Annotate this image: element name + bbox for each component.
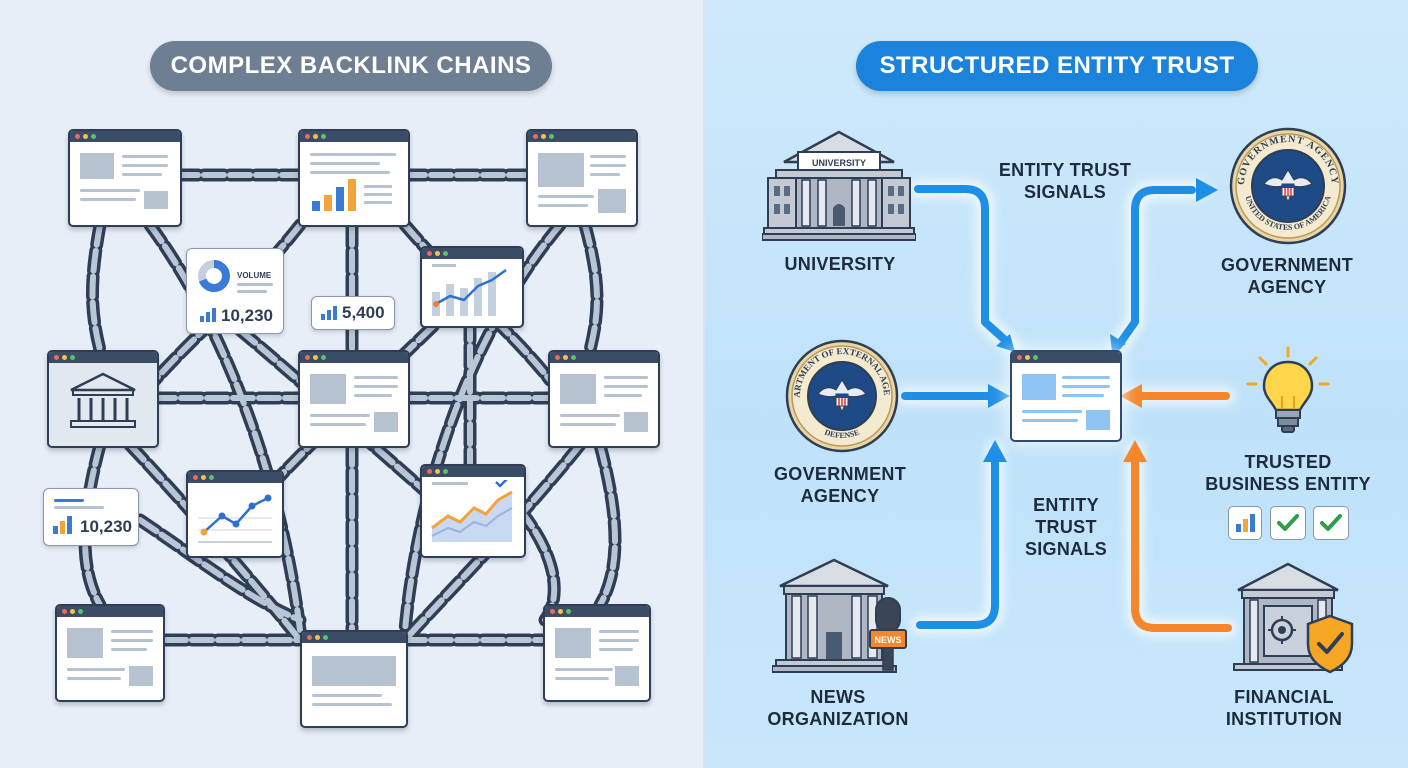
financial-institution-label: FINANCIAL INSTITUTION bbox=[1225, 687, 1343, 729]
trend-line-icon bbox=[198, 494, 272, 543]
lightbulb-icon bbox=[1246, 346, 1330, 433]
news-sign: NEWS bbox=[875, 635, 902, 645]
government-seal-top-icon: GOVERNMENT AGENCY UNITED STATES OF AMERI… bbox=[1229, 127, 1347, 245]
webpage-window-bottom-right bbox=[543, 604, 651, 702]
left-title-pill: COMPLEX BACKLINK CHAINS bbox=[150, 41, 552, 91]
volume-label: VOLUME bbox=[237, 271, 272, 280]
mid-stat-value: 5,400 bbox=[342, 303, 385, 322]
bar-chart-icon bbox=[312, 179, 392, 211]
government-agency-top-label: GOVERNMENT AGENCY bbox=[1220, 255, 1353, 297]
panel-divider bbox=[703, 0, 705, 768]
webpage-window-right bbox=[548, 350, 660, 448]
blue-arrows bbox=[901, 185, 1196, 629]
university-label: UNIVERSITY bbox=[784, 254, 896, 274]
mid-stat-card: 5,400 bbox=[311, 296, 395, 330]
arrowhead bbox=[983, 440, 1007, 462]
area-chart-icon bbox=[431, 480, 513, 542]
university-building-icon: UNIVERSITY bbox=[762, 130, 916, 241]
left-stat-value: 10,230 bbox=[80, 517, 132, 536]
orange-arrows bbox=[1131, 392, 1232, 632]
volume-card: VOLUME 10,230 bbox=[186, 248, 284, 334]
webpage-window-institution bbox=[47, 350, 159, 448]
webpage-window-bottom-center bbox=[300, 630, 408, 728]
entity-trust-signals-mid-label: ENTITY TRUST SIGNALS bbox=[1024, 495, 1108, 559]
right-title-pill: STRUCTURED ENTITY TRUST bbox=[856, 41, 1258, 91]
arrowhead bbox=[996, 334, 1015, 352]
webpage-window-top-center bbox=[298, 129, 410, 227]
donut-chart-icon bbox=[198, 260, 230, 292]
verified-badge-2 bbox=[1313, 506, 1349, 540]
analytics-window-area-chart bbox=[420, 464, 526, 558]
institution-building-icon bbox=[70, 372, 136, 428]
analytics-badge bbox=[1228, 506, 1262, 540]
central-webpage bbox=[1010, 350, 1122, 442]
webpage-window-bottom-left bbox=[55, 604, 165, 702]
analytics-window-trend bbox=[186, 470, 284, 558]
seal-left-bottom-text: DEFENSE bbox=[823, 428, 860, 440]
entity-trust-signals-top-label: ENTITY TRUST SIGNALS bbox=[998, 160, 1132, 202]
arrowhead bbox=[1120, 384, 1142, 408]
checkmark-icon bbox=[1320, 514, 1342, 531]
arrowhead bbox=[1123, 440, 1147, 462]
arrowhead bbox=[1196, 178, 1218, 202]
news-building-icon: NEWS bbox=[772, 558, 907, 673]
left-stat-card: 10,230 bbox=[43, 488, 139, 546]
bar-mini-icon bbox=[200, 308, 216, 322]
trusted-business-label: TRUSTED BUSINESS ENTITY bbox=[1205, 452, 1371, 494]
volume-value: 10,230 bbox=[221, 306, 273, 325]
line-chart-icon bbox=[432, 264, 507, 316]
webpage-window-center bbox=[298, 350, 410, 448]
financial-institution-icon bbox=[1233, 562, 1354, 674]
svg-text:DEFENSE: DEFENSE bbox=[823, 428, 860, 440]
bar-mini-icon bbox=[321, 306, 337, 320]
bar-mini-icon bbox=[1236, 514, 1255, 532]
webpage-window-top-right bbox=[526, 129, 638, 227]
analytics-window-line-chart bbox=[420, 246, 524, 328]
bar-mini-icon bbox=[53, 516, 72, 534]
government-agency-left-label: GOVERNMENT AGENCY bbox=[773, 464, 906, 506]
webpage-window-top-left bbox=[68, 129, 182, 227]
government-seal-left-icon: DEPARTMENT OF EXTERNAL AGENCY DEFENSE bbox=[784, 338, 899, 453]
news-organization-label: NEWS ORGANIZATION bbox=[767, 687, 909, 729]
arrowhead bbox=[1110, 334, 1126, 352]
university-sign: UNIVERSITY bbox=[812, 158, 866, 168]
verified-badge-1 bbox=[1270, 506, 1306, 540]
checkmark-icon bbox=[1277, 514, 1299, 531]
arrowhead bbox=[988, 384, 1010, 408]
